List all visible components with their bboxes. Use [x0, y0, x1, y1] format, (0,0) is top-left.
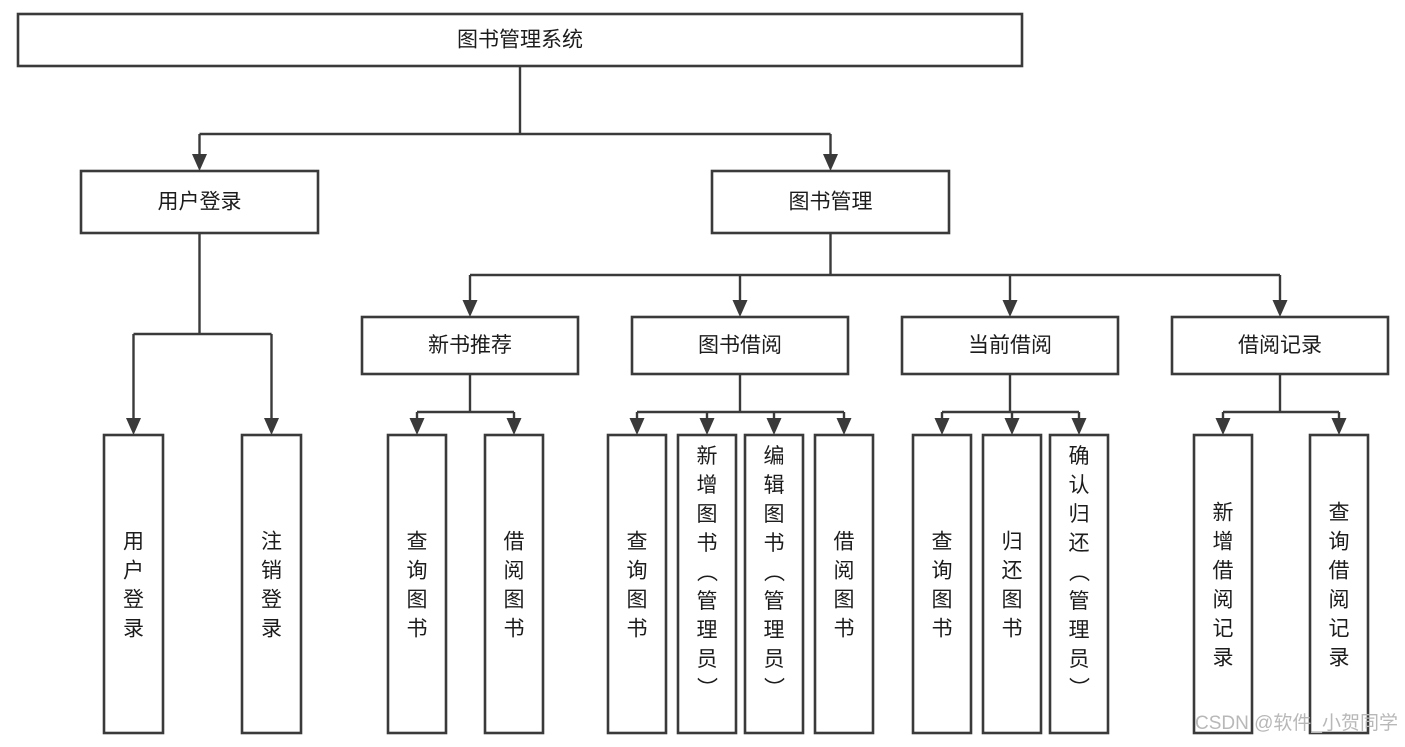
- node-borrow-record[interactable]: 借阅记录: [1170, 315, 1390, 376]
- node-leaf-confirm-return-box: [1048, 433, 1110, 735]
- node-leaf-add-book-label: 新增图书（管理员）: [697, 445, 719, 700]
- root-node[interactable]: 图书管理系统: [16, 12, 1024, 68]
- node-borrow-record-box: [1170, 315, 1390, 376]
- arrow-head-icon: [409, 418, 425, 435]
- node-leaf-confirm-return-label: 确认归还（管理员）: [1069, 445, 1091, 700]
- node-leaf-return-book-box: [981, 433, 1043, 735]
- node-user-login-label: 用户登录: [158, 191, 242, 214]
- node-book-borrow-label: 图书借阅: [698, 334, 782, 357]
- node-current-borrow[interactable]: 当前借阅: [900, 315, 1120, 376]
- arrow-head-icon: [1002, 300, 1018, 317]
- node-book-manage[interactable]: 图书管理: [710, 169, 951, 235]
- arrow-head-icon: [699, 418, 715, 435]
- node-leaf-borrow-book-1-label: 借阅图书: [504, 531, 525, 641]
- node-leaf-borrow-book-2-label: 借阅图书: [834, 531, 855, 641]
- node-leaf-query-book-3-label: 查询图书: [932, 531, 953, 641]
- node-new-book-recommend-label: 新书推荐: [428, 334, 512, 357]
- root-node-label: 图书管理系统: [457, 29, 583, 52]
- node-leaf-confirm-return[interactable]: 确认归还（管理员）: [1048, 433, 1110, 735]
- arrow-head-icon: [1004, 418, 1020, 435]
- node-leaf-borrow-book-1-box: [483, 433, 545, 735]
- node-leaf-add-book-box: [676, 433, 738, 735]
- node-leaf-add-book[interactable]: 新增图书（管理员）: [676, 433, 738, 735]
- node-leaf-edit-book-label: 编辑图书（管理员）: [764, 445, 786, 700]
- node-leaf-add-record[interactable]: 新增借阅记录: [1192, 433, 1254, 735]
- node-leaf-user-logout[interactable]: 注销登录: [240, 433, 303, 735]
- connector-lines: [126, 66, 1347, 435]
- node-leaf-edit-book[interactable]: 编辑图书（管理员）: [743, 433, 805, 735]
- root-node-box: [16, 12, 1024, 68]
- arrow-head-icon: [1272, 300, 1288, 317]
- node-leaf-user-logout-label: 注销登录: [261, 531, 282, 641]
- node-leaf-user-login-box: [102, 433, 165, 735]
- node-leaf-query-book-1[interactable]: 查询图书: [386, 433, 448, 735]
- arrow-head-icon: [1215, 418, 1231, 435]
- node-leaf-query-record-box: [1308, 433, 1370, 735]
- node-leaf-user-login-label: 用户登录: [123, 531, 144, 641]
- node-leaf-query-book-2[interactable]: 查询图书: [606, 433, 668, 735]
- node-book-manage-box: [710, 169, 951, 235]
- node-user-login-box: [79, 169, 320, 235]
- node-leaf-edit-book-box: [743, 433, 805, 735]
- node-user-login[interactable]: 用户登录: [79, 169, 320, 235]
- arrow-head-icon: [766, 418, 782, 435]
- node-leaf-query-book-3-box: [911, 433, 973, 735]
- arrow-head-icon: [934, 418, 950, 435]
- node-leaf-add-record-box: [1192, 433, 1254, 735]
- arrow-head-icon: [823, 154, 838, 171]
- node-book-borrow-box: [630, 315, 850, 376]
- node-leaf-add-record-label: 新增借阅记录: [1213, 502, 1234, 670]
- node-current-borrow-box: [900, 315, 1120, 376]
- node-leaf-query-book-1-label: 查询图书: [407, 531, 428, 641]
- node-leaf-query-book-2-box: [606, 433, 668, 735]
- arrow-head-icon: [732, 300, 748, 317]
- node-book-borrow[interactable]: 图书借阅: [630, 315, 850, 376]
- node-leaf-borrow-book-2[interactable]: 借阅图书: [813, 433, 875, 735]
- node-leaf-user-logout-box: [240, 433, 303, 735]
- arrow-head-icon: [264, 418, 279, 435]
- node-current-borrow-label: 当前借阅: [968, 334, 1052, 357]
- node-new-book-recommend[interactable]: 新书推荐: [360, 315, 580, 376]
- node-leaf-query-book-3[interactable]: 查询图书: [911, 433, 973, 735]
- node-borrow-record-label: 借阅记录: [1238, 334, 1322, 357]
- diagram-nodes: 图书管理系统用户登录图书管理新书推荐图书借阅当前借阅借阅记录用户登录注销登录查询…: [16, 12, 1390, 735]
- arrow-head-icon: [1071, 418, 1087, 435]
- arrow-head-icon: [1331, 418, 1347, 435]
- arrow-head-icon: [192, 154, 207, 171]
- csdn-watermark: CSDN @软件_小贺同学: [1195, 712, 1398, 734]
- node-new-book-recommend-box: [360, 315, 580, 376]
- node-leaf-borrow-book-2-box: [813, 433, 875, 735]
- node-leaf-return-book-label: 归还图书: [1002, 531, 1023, 641]
- node-leaf-borrow-book-1[interactable]: 借阅图书: [483, 433, 545, 735]
- node-leaf-query-record-label: 查询借阅记录: [1329, 502, 1350, 670]
- node-book-manage-label: 图书管理: [789, 191, 873, 214]
- node-leaf-query-book-2-label: 查询图书: [627, 531, 648, 641]
- arrow-head-icon: [462, 300, 478, 317]
- arrow-head-icon: [126, 418, 141, 435]
- arrow-head-icon: [629, 418, 645, 435]
- node-leaf-return-book[interactable]: 归还图书: [981, 433, 1043, 735]
- arrow-head-icon: [836, 418, 852, 435]
- node-leaf-user-login[interactable]: 用户登录: [102, 433, 165, 735]
- node-leaf-query-record[interactable]: 查询借阅记录: [1308, 433, 1370, 735]
- node-leaf-query-book-1-box: [386, 433, 448, 735]
- arrow-head-icon: [506, 418, 522, 435]
